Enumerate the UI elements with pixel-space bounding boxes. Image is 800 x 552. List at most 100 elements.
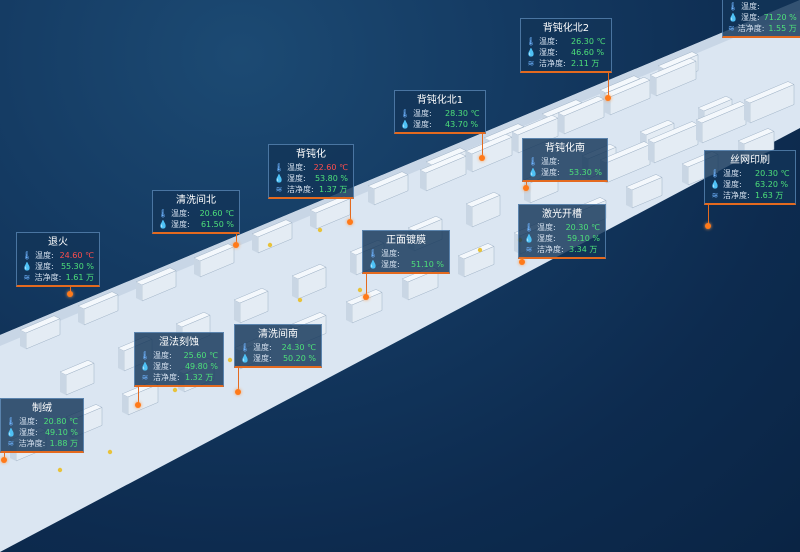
equipment-0-3-front (194, 258, 200, 277)
equipment-0-2-front (136, 282, 142, 301)
equipment-3-5-front (650, 75, 656, 96)
panel-title: 背钝化北2 (542, 23, 590, 34)
location-marker[interactable] (233, 242, 239, 248)
cleanliness-icon: ≋ (728, 24, 735, 33)
equipment-3-0-front (420, 170, 426, 191)
equipment-0-5-front (310, 210, 316, 229)
equipment-2-7-front (402, 279, 408, 300)
reading-label: 洁净度: (34, 273, 62, 282)
equipment-1-4-front (292, 276, 298, 299)
panel-leader-line (70, 286, 71, 294)
panel-row: 🌡温度:24.60 ℃ (22, 250, 94, 261)
panel-title: 背钝化 (296, 149, 326, 160)
equipment-2-11-front (626, 187, 632, 208)
location-marker[interactable] (519, 259, 525, 265)
panel-leader-line (608, 72, 609, 98)
reading-value: 1.63 万 (755, 191, 784, 200)
thermometer-icon: 🌡 (274, 163, 285, 172)
thermometer-icon: 🌡 (528, 157, 539, 166)
panel-title: 退火 (48, 237, 68, 248)
sensor-panel-beidunhuanan[interactable]: 背钝化南🌡温度:💧湿度:53.30 % (522, 138, 608, 182)
reading-label: 洁净度: (537, 245, 564, 254)
location-marker[interactable] (135, 402, 141, 408)
reading-label: 湿度: (252, 354, 272, 363)
droplet-icon: 💧 (240, 354, 250, 363)
equipment-2-2-front (122, 394, 128, 415)
sensor-panel-zhengmiandumo[interactable]: 正面镀膜🌡温度:💧湿度:51.10 % (362, 230, 450, 274)
equipment-1-7-front (466, 204, 472, 227)
reading-label: 温度: (287, 163, 306, 172)
cleanliness-icon: ≋ (527, 59, 535, 68)
panel-row: 🌡温度: (528, 156, 602, 167)
panel-title: 制绒 (32, 403, 52, 414)
location-marker[interactable] (363, 294, 369, 300)
reading-label: 湿度: (740, 13, 760, 22)
location-marker[interactable] (67, 291, 73, 297)
sensor-panel-zhirong[interactable]: 制绒🌡温度:20.80 ℃💧湿度:49.10 %≋洁净度:1.88 万 (0, 398, 84, 453)
robot-marker (227, 357, 233, 363)
panel-row: ≋洁净度:1.88 万 (6, 438, 78, 449)
reading-label: 温度: (413, 109, 432, 118)
reading-value: 51.10 % (410, 260, 444, 269)
panel-row: ≋洁净度:1.63 万 (710, 190, 790, 201)
panel-row: 💧湿度:55.30 % (22, 261, 94, 272)
thermometer-icon: 🌡 (240, 343, 251, 352)
thermometer-icon: 🌡 (728, 2, 739, 11)
location-marker[interactable] (705, 223, 711, 229)
cleanliness-icon: ≋ (7, 439, 15, 448)
location-marker[interactable] (605, 95, 611, 101)
equipment-2-6-front (346, 302, 352, 323)
sensor-panel-beidunhuabei1[interactable]: 背钝化北1🌡温度:28.30 ℃💧湿度:43.70 % (394, 90, 486, 134)
equipment-0-0-front (20, 330, 26, 349)
thermometer-icon: 🌡 (22, 251, 33, 260)
droplet-icon: 💧 (6, 428, 16, 437)
droplet-icon: 💧 (528, 168, 538, 177)
sensor-panel-siwangyinshua[interactable]: 丝网印刷🌡温度:20.30 ℃💧湿度:63.20 %≋洁净度:1.63 万 (704, 150, 796, 205)
reading-label: 洁净度: (287, 185, 314, 194)
reading-label: 湿度: (540, 168, 560, 177)
reading-label: 湿度: (413, 120, 432, 129)
robot-marker (107, 449, 113, 455)
reading-value: 20.30 ℃ (755, 169, 790, 178)
reading-label: 湿度: (723, 180, 742, 189)
panel-leader-line (138, 386, 139, 405)
sensor-panel-jiguang[interactable]: 激光开槽🌡温度:20.30 ℃💧湿度:59.10 %≋洁净度:3.34 万 (518, 204, 606, 259)
reading-value: 43.70 % (445, 120, 479, 129)
panel-row: 💧湿度:63.20 % (710, 179, 790, 190)
location-marker[interactable] (1, 457, 7, 463)
equipment-0-6-front (368, 186, 374, 205)
panel-row: 💧湿度:50.20 % (240, 353, 316, 364)
panel-leader-line (708, 204, 709, 226)
droplet-icon: 💧 (158, 220, 168, 229)
sensor-panel-shifakeshi[interactable]: 湿法刻蚀🌡温度:25.60 ℃💧湿度:49.80 %≋洁净度:1.32 万 (134, 332, 224, 387)
reading-value: 20.80 ℃ (43, 417, 78, 426)
location-marker[interactable] (479, 155, 485, 161)
sensor-panel-beidunhuabei2[interactable]: 背钝化北2🌡温度:26.30 ℃💧湿度:46.60 %≋洁净度:2.11 万 (520, 18, 612, 73)
location-marker[interactable] (235, 389, 241, 395)
sensor-panel-qingxijianbei[interactable]: 清洗间北🌡温度:20.60 ℃💧湿度:61.50 % (152, 190, 240, 234)
cleanliness-icon: ≋ (141, 373, 149, 382)
panel-title: 清洗间南 (258, 329, 298, 340)
panel-title: 背钝化南 (545, 143, 585, 154)
sensor-panel-topright[interactable]: 🌡温度:💧湿度:71.20 %≋洁净度:1.55 万 (722, 0, 800, 38)
reading-value: 1.61 万 (65, 273, 94, 282)
panel-row: ≋ 洁净度: 1.32 万 (140, 372, 218, 383)
equipment-3-2-front (512, 132, 518, 153)
reading-label: 洁净度: (153, 373, 180, 382)
reading-label: 洁净度: (737, 24, 765, 33)
equipment-1-1-front (118, 348, 124, 371)
location-marker[interactable] (523, 185, 529, 191)
sensor-panel-qingxijiannan[interactable]: 清洗间南🌡温度:24.30 ℃💧湿度:50.20 % (234, 324, 322, 368)
robot-marker (357, 287, 363, 293)
location-marker[interactable] (347, 219, 353, 225)
sensor-panel-tuihuo[interactable]: 退火🌡温度:24.60 ℃💧湿度:55.30 %≋洁净度:1.61 万 (16, 232, 100, 287)
reading-value: 46.60 % (571, 48, 605, 57)
panel-title: 丝网印刷 (730, 155, 770, 166)
reading-label: 温度: (741, 2, 760, 11)
sensor-panel-beidunhua[interactable]: 背钝化🌡温度:22.60 ℃💧湿度:53.80 %≋洁净度:1.37 万 (268, 144, 354, 199)
reading-value: 1.32 万 (185, 373, 214, 382)
panel-row: 🌡温度:28.30 ℃ (400, 108, 480, 119)
reading-value: 59.10 % (566, 234, 600, 243)
reading-label: 湿度: (152, 362, 172, 371)
